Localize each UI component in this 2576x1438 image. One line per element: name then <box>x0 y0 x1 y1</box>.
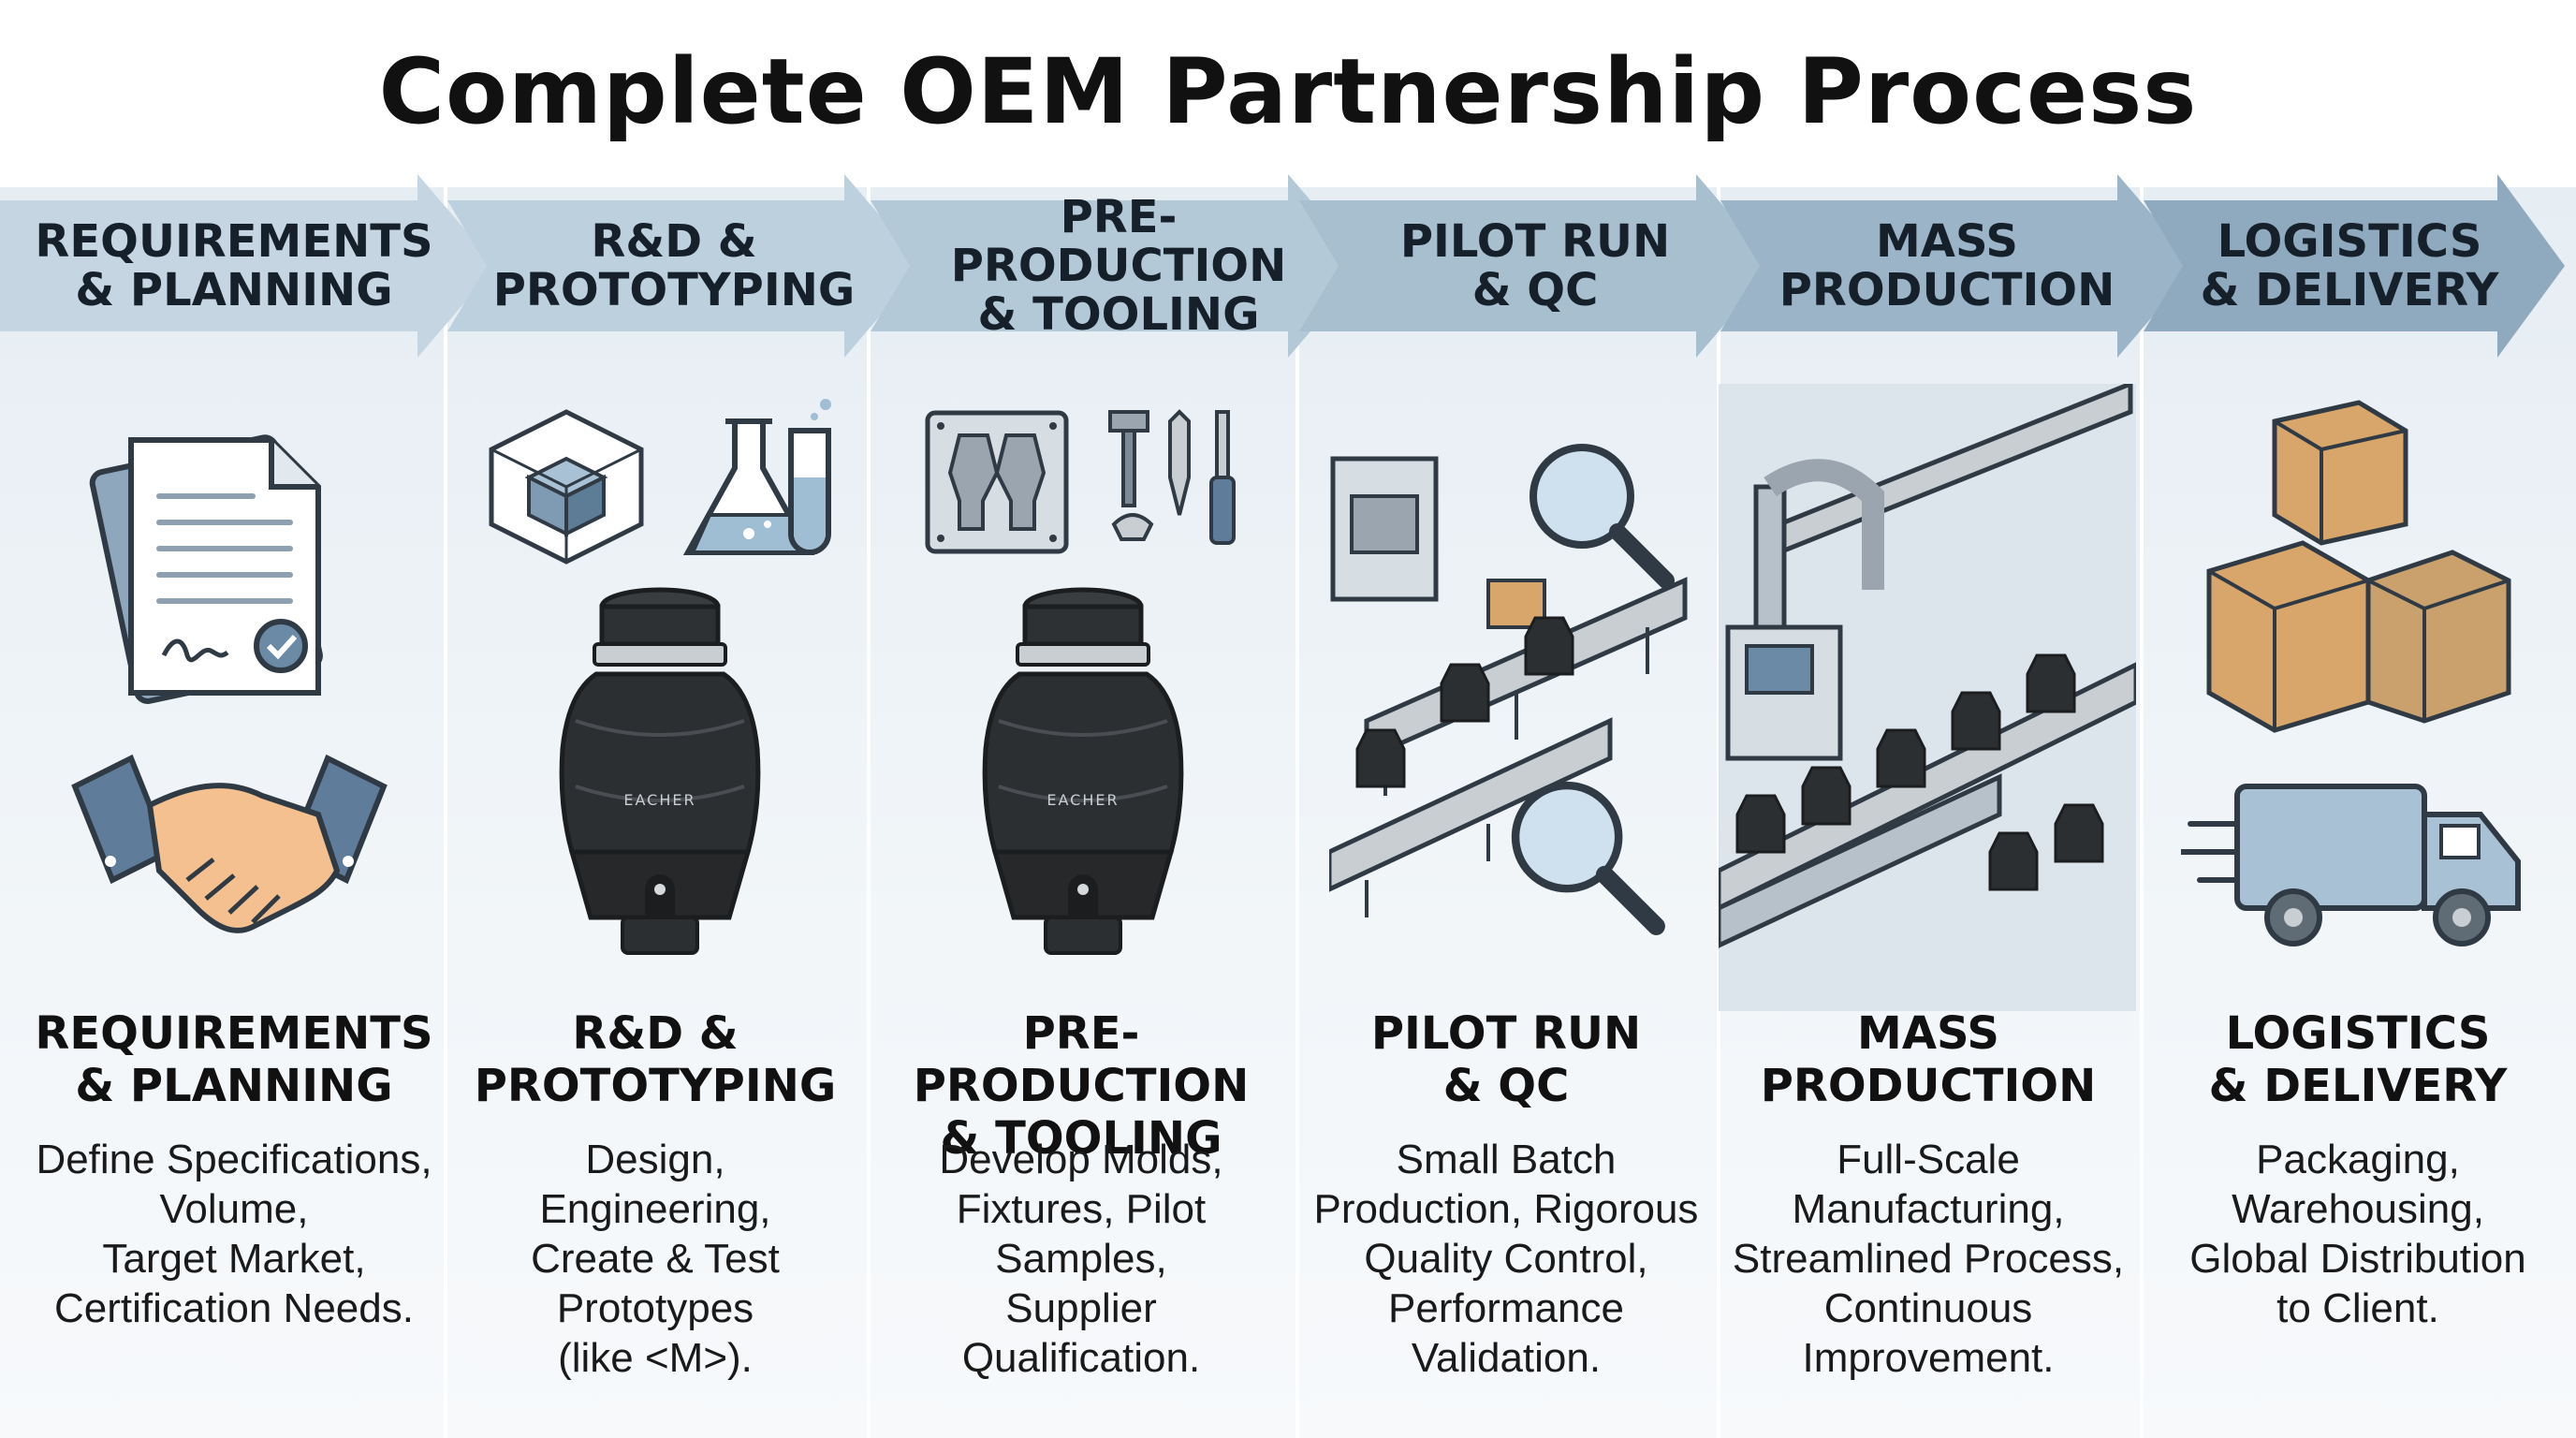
stage-heading-1: REQUIREMENTS & PLANNING <box>35 1007 433 1112</box>
boxes-icon <box>2206 400 2511 733</box>
approved-check-icon <box>254 619 308 673</box>
banner-label-3: PRE-PRODUCTION & TOOLING <box>950 191 1287 341</box>
3d-cube-icon <box>489 409 644 565</box>
robot-arm-icon <box>1719 384 2136 1011</box>
stage-description-2: Design, Engineering, Create & Test Proto… <box>531 1137 780 1381</box>
handshake-icon <box>71 754 388 933</box>
stage-description-4: Small Batch Production, Rigorous Quality… <box>1313 1137 1699 1381</box>
disposer-icon-2: EACHER <box>982 587 1184 955</box>
banner-label-4: PILOT RUN & QC <box>1399 215 1671 316</box>
document-icon <box>89 434 323 704</box>
page-title: Complete OEM Partnership Process <box>378 39 2198 144</box>
stage-heading-4: PILOT RUN & QC <box>1370 1007 1642 1112</box>
arrow-6 <box>2144 174 2565 358</box>
magnifier-icon <box>1530 444 1675 589</box>
truck-icon <box>2181 784 2521 946</box>
stage-description-5: Full-Scale Manufacturing, Streamlined Pr… <box>1732 1137 2125 1381</box>
arrow-5 <box>1720 174 2196 358</box>
stage-description-1: Define Specifications, Volume, Target Ma… <box>36 1137 432 1331</box>
arrow-3 <box>871 174 1367 358</box>
banner-label-1: REQUIREMENTS & PLANNING <box>35 215 433 316</box>
arrow-2 <box>447 174 923 358</box>
process-arrows <box>0 174 2565 358</box>
magnifier-icon-2 <box>1511 781 1665 935</box>
conveyor-icon <box>1329 456 1688 917</box>
product-brand-label-2: EACHER <box>1046 791 1119 809</box>
stage-heading-5: MASS PRODUCTION <box>1760 1007 2097 1112</box>
banner-label-6: LOGISTICS & DELIVERY <box>2200 215 2499 316</box>
test-tube-icon <box>788 399 831 555</box>
mold-icon <box>925 410 1069 554</box>
disposer-icon: EACHER <box>559 587 761 955</box>
stage-description-6: Packaging, Warehousing, Global Distribut… <box>2189 1137 2526 1331</box>
stage-heading-2: R&D & PROTOTYPING <box>474 1007 837 1112</box>
stage-description-3: Develop Molds, Fixtures, Pilot Samples, … <box>939 1137 1223 1381</box>
banner-label-2: R&D & PROTOTYPING <box>492 215 856 316</box>
flask-icon <box>682 418 818 555</box>
banner-label-5: MASS PRODUCTION <box>1778 215 2115 316</box>
arrow-1 <box>0 174 496 358</box>
stage-column-4 <box>1295 187 1720 1438</box>
stage-heading-3: PRE-PRODUCTION & TOOLING <box>913 1007 1250 1165</box>
product-brand-label: EACHER <box>623 791 695 809</box>
tools-icon <box>1108 409 1236 545</box>
arrow-4 <box>1299 174 1775 358</box>
stage-heading-6: LOGISTICS & DELIVERY <box>2208 1007 2508 1112</box>
